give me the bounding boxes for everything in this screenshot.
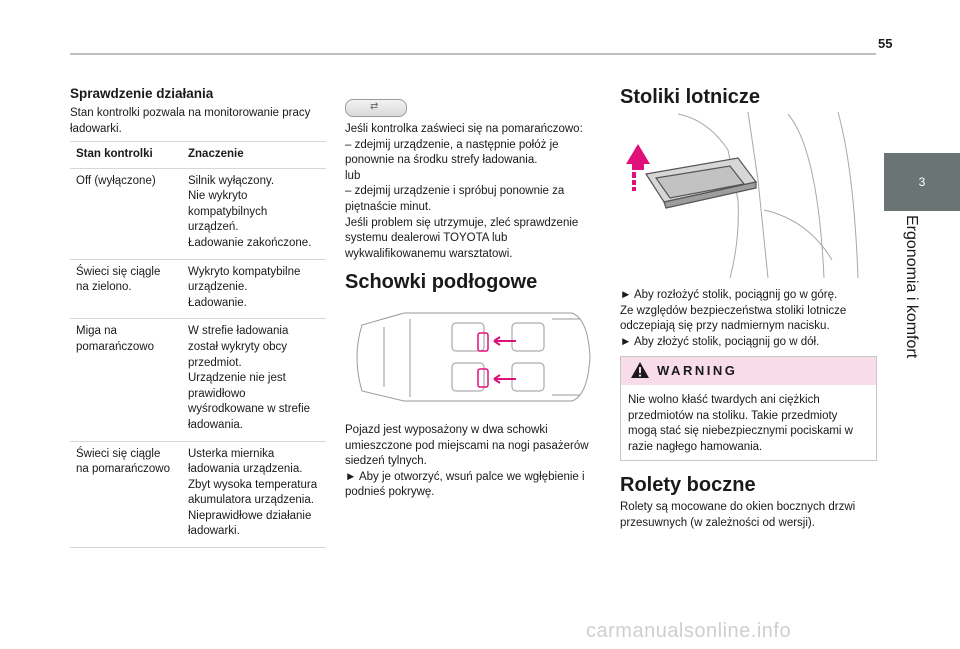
section-heading-check: Sprawdzenie działania	[70, 86, 214, 101]
page-number: 55	[878, 36, 893, 51]
table-row: Świeci się ciągle na zielono. Wykryto kom…	[70, 259, 326, 319]
watermark: carmanualsonline.info	[586, 620, 792, 642]
warning-header: WARNING	[621, 357, 876, 385]
storage-text: Pojazd jest wyposażony w dwa schowki umi…	[345, 424, 589, 499]
tray-table-illustration	[626, 111, 859, 279]
section-heading-tables: Stoliki lotnicze	[620, 86, 761, 108]
meaning-cell: Silnik wyłączony. Nie wykryto kompatybil…	[188, 174, 312, 249]
section-heading-storage: Schowki podłogowe	[345, 271, 538, 293]
table-header: Stan kontrolki	[76, 148, 153, 160]
warning-title: WARNING	[657, 363, 738, 378]
table-header-row: Stan kontrolki Znaczenie	[70, 141, 326, 169]
charging-indicator-icon: ⇄	[345, 99, 407, 117]
warning-box: WARNING Nie wolno kłaść twardych ani cię…	[620, 356, 877, 461]
intro-text: Stan kontrolki pozwala na monitorowanie …	[70, 107, 311, 135]
meaning-cell: W strefie ładowania został wykryty obcy …	[188, 325, 311, 431]
chapter-tab[interactable]: 3	[884, 153, 960, 211]
tables-text: ► Aby rozłożyć stolik, pociągnij go w gó…	[620, 289, 847, 348]
status-cell: Świeci się ciągle na zielono.	[76, 265, 161, 294]
top-rule	[70, 53, 876, 55]
table-row: Świeci się ciągle na pomarańczowo Usterka…	[70, 441, 326, 548]
table-header: Znaczenie	[188, 148, 244, 160]
status-cell: Miga na pomarańczowo	[76, 325, 154, 353]
status-cell: Off (wyłączone)	[76, 174, 156, 187]
orange-light-text: Jeśli kontrolka zaświeci się na pomarańc…	[345, 123, 583, 260]
chapter-title: Ergonomia i komfort	[903, 215, 920, 359]
meaning-cell: Usterka miernika ładowania urządzenia. Z…	[188, 447, 318, 538]
section-heading-blinds: Rolety boczne	[620, 474, 756, 496]
meaning-cell: Wykryto kompatybilne urządzenie. Ładowan…	[188, 265, 301, 309]
table-row: Off (wyłączone) Silnik wyłączony. Nie wyk…	[70, 168, 326, 260]
status-table: Stan kontrolki Znaczenie Off (wyłączone)…	[70, 141, 326, 548]
warning-icon	[631, 362, 649, 378]
table-row: Miga na pomarańczowo W strefie ładowania …	[70, 319, 326, 441]
warning-text: Nie wolno kłaść twardych ani ciężkich pr…	[628, 394, 853, 453]
status-cell: Świeci się ciągle na pomarańczowo	[76, 447, 170, 476]
floor-storage-illustration	[356, 312, 591, 402]
blinds-text: Rolety są mocowane do okien bocznych drz…	[620, 501, 856, 529]
